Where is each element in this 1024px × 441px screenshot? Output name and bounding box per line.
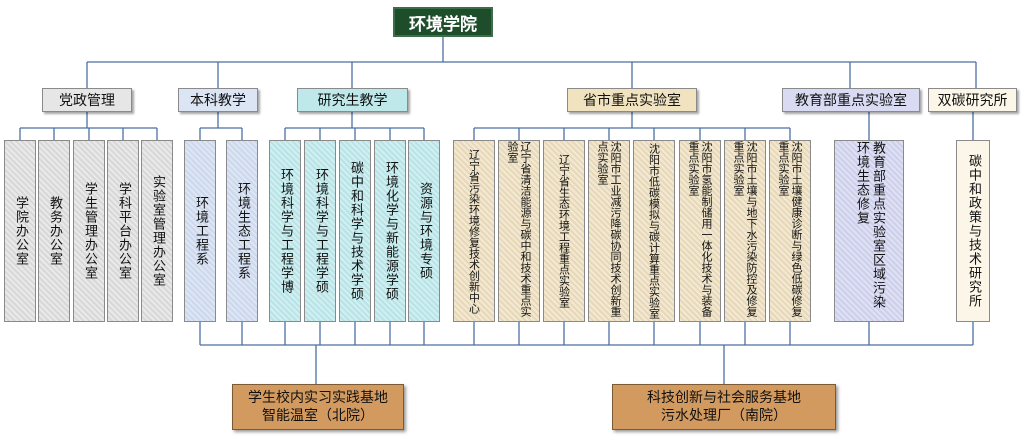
undergrad-item: 环境工程系	[184, 140, 216, 322]
grad-item: 碳中和科学与技术学硕	[339, 140, 371, 322]
ministry-lab: 教育部重点实验室区域污染环境生态修复	[834, 140, 904, 322]
admin-item: 学科平台办公室	[107, 140, 139, 322]
admin-item: 教务办公室	[38, 140, 70, 322]
header-provincial: 省市重点实验室	[567, 88, 697, 112]
provincial-lab: 辽宁省生态环境工程重点实验室	[543, 140, 585, 322]
provincial-lab: 辽宁省污染环境修复技术创新中心	[453, 140, 495, 322]
header-ministry: 教育部重点实验室	[782, 88, 920, 112]
admin-item: 实验室管理办公室	[141, 140, 173, 322]
provincial-lab: 沈阳市氢能制储用一体化技术与装备重点实验室	[679, 140, 721, 322]
base-left-line1: 学生校内实习实践基地	[248, 390, 388, 406]
base-left: 学生校内实习实践基地 智能温室（北院）	[232, 384, 404, 430]
admin-item: 学生管理办公室	[73, 140, 105, 322]
undergrad-item: 环境生态工程系	[226, 140, 258, 322]
carbon-institute: 碳中和政策与技术研究所	[956, 140, 990, 322]
header-grad: 研究生教学	[297, 88, 408, 112]
base-left-line2: 智能温室（北院）	[262, 408, 374, 424]
provincial-lab: 沈阳市土壤健康诊断与绿色低碳修复重点实验室	[769, 140, 811, 322]
provincial-lab: 辽宁省清洁能源与碳中和技术重点实验室	[498, 140, 540, 322]
grad-item: 环境化学与新能源学硕	[374, 140, 406, 322]
header-carbon: 双碳研究所	[928, 88, 1017, 112]
base-right: 科技创新与社会服务基地 污水处理厂（南院）	[612, 384, 836, 430]
base-right-line1: 科技创新与社会服务基地	[647, 390, 801, 406]
provincial-lab: 沈阳市工业减污降碳协同技术创新重点实验室	[588, 140, 630, 322]
admin-item: 学院办公室	[4, 140, 36, 322]
provincial-lab: 沈阳市低碳模拟与碳计算重点实验室	[633, 140, 675, 322]
grad-item: 环境科学与工程学博	[269, 140, 301, 322]
provincial-lab: 沈阳市土壤与地下水污染防控及修复重点实验室	[724, 140, 766, 322]
base-right-line2: 污水处理厂（南院）	[661, 408, 787, 424]
header-admin: 党政管理	[42, 88, 132, 112]
grad-item: 资源与环境专硕	[408, 140, 440, 322]
root-node: 环境学院	[393, 7, 493, 37]
header-undergrad: 本科教学	[178, 88, 258, 112]
grad-item: 环境科学与工程学硕	[304, 140, 336, 322]
